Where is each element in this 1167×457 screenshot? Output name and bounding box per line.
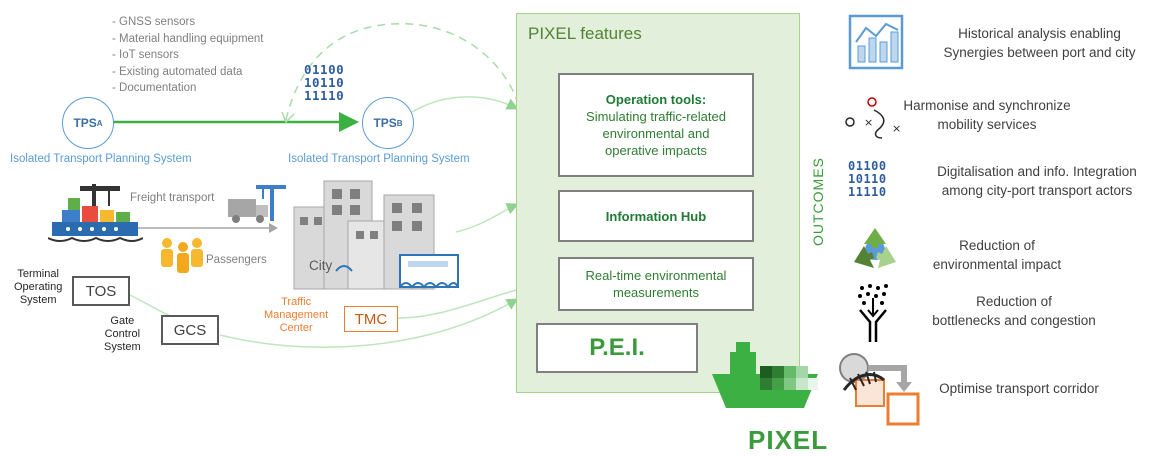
outcomes-label: OUTCOMES bbox=[810, 157, 826, 246]
tps-a-main: TPS bbox=[73, 116, 97, 130]
data-source-item: - Documentation bbox=[112, 82, 197, 95]
outcome-4-text: Reduction of environmental impact bbox=[932, 238, 1062, 272]
operation-tools-box[interactable]: Operation tools: Simulating traffic-rela… bbox=[558, 73, 754, 177]
dashed-loop-arrow bbox=[281, 111, 295, 124]
data-source-item: - Existing automated data bbox=[112, 65, 243, 78]
tps-b-sub: B bbox=[396, 118, 403, 128]
binary-data-icon: 01100 10110 11110 bbox=[304, 62, 345, 103]
tps-b-main: TPS bbox=[373, 116, 397, 130]
tmc-to-panel-line bbox=[397, 289, 517, 319]
svg-text:×: × bbox=[892, 122, 901, 135]
passengers-label: Passengers bbox=[206, 254, 267, 266]
tps-a-sub: A bbox=[96, 118, 103, 128]
tmc-box[interactable]: TMC bbox=[344, 306, 398, 332]
outcome-6-text: Optimise transport corridor bbox=[939, 381, 1099, 396]
tos-label: Terminal Operating System bbox=[14, 268, 63, 306]
realtime-measurements-box[interactable]: Real-time environmental measurements bbox=[558, 257, 754, 311]
gcs-box[interactable]: GCS bbox=[161, 315, 219, 345]
tmc-label: Traffic Management Center bbox=[264, 296, 329, 334]
truck-crane-icon bbox=[228, 185, 286, 223]
gcs-label: Gate Control System bbox=[104, 315, 141, 353]
freight-label: Freight transport bbox=[130, 192, 215, 204]
tps-b-label: Isolated Transport Planning System bbox=[288, 153, 470, 165]
recycle-icon bbox=[854, 228, 896, 268]
passenger-arrow-right bbox=[269, 223, 278, 233]
strategy-icon: × × bbox=[845, 97, 901, 139]
city-buildings-icon bbox=[293, 180, 459, 290]
panel-title: PIXEL features bbox=[528, 24, 642, 43]
outcome-3-text: Digitalisation and info. Integration amo… bbox=[937, 164, 1137, 198]
pixel-logo-text: PIXEL bbox=[748, 425, 829, 455]
information-hub-label: Information Hub bbox=[605, 208, 707, 224]
data-source-item: - IoT sensors bbox=[112, 49, 179, 62]
ship-icon bbox=[48, 184, 143, 242]
city-to-panel-line bbox=[455, 203, 519, 233]
information-hub-box[interactable]: Information Hub bbox=[558, 190, 754, 242]
svg-text:×: × bbox=[864, 116, 873, 129]
binary-icon: 01100 10110 11110 bbox=[848, 159, 887, 199]
operation-tools-title: Operation tools: bbox=[605, 92, 707, 107]
tps-a-label: Isolated Transport Planning System bbox=[10, 153, 192, 165]
data-source-list: - GNSS sensors - Material handling equip… bbox=[112, 14, 264, 97]
city-label: City bbox=[309, 258, 333, 273]
pei-box[interactable]: P.E.I. bbox=[536, 323, 698, 373]
outcome-2-text: Harmonise and synchronize mobility servi… bbox=[903, 98, 1071, 132]
outcome-5-text: Reduction of bottlenecks and congestion bbox=[932, 294, 1096, 328]
data-source-item: - GNSS sensors bbox=[112, 16, 196, 28]
tpsb-to-panel-line bbox=[411, 96, 519, 113]
outcome-1-text: Historical analysis enabling Synergies b… bbox=[943, 26, 1136, 60]
tos-box[interactable]: TOS bbox=[72, 276, 130, 306]
corridor-icon bbox=[839, 353, 920, 426]
data-source-item: - Material handling equipment bbox=[112, 32, 264, 45]
gcs-to-panel-line bbox=[219, 298, 519, 348]
chart-icon bbox=[848, 14, 904, 70]
funnel-icon bbox=[858, 284, 888, 342]
dashed-loop-line bbox=[285, 23, 521, 121]
pixel-ship-logo-icon bbox=[712, 342, 818, 408]
passengers-icon bbox=[161, 238, 203, 273]
